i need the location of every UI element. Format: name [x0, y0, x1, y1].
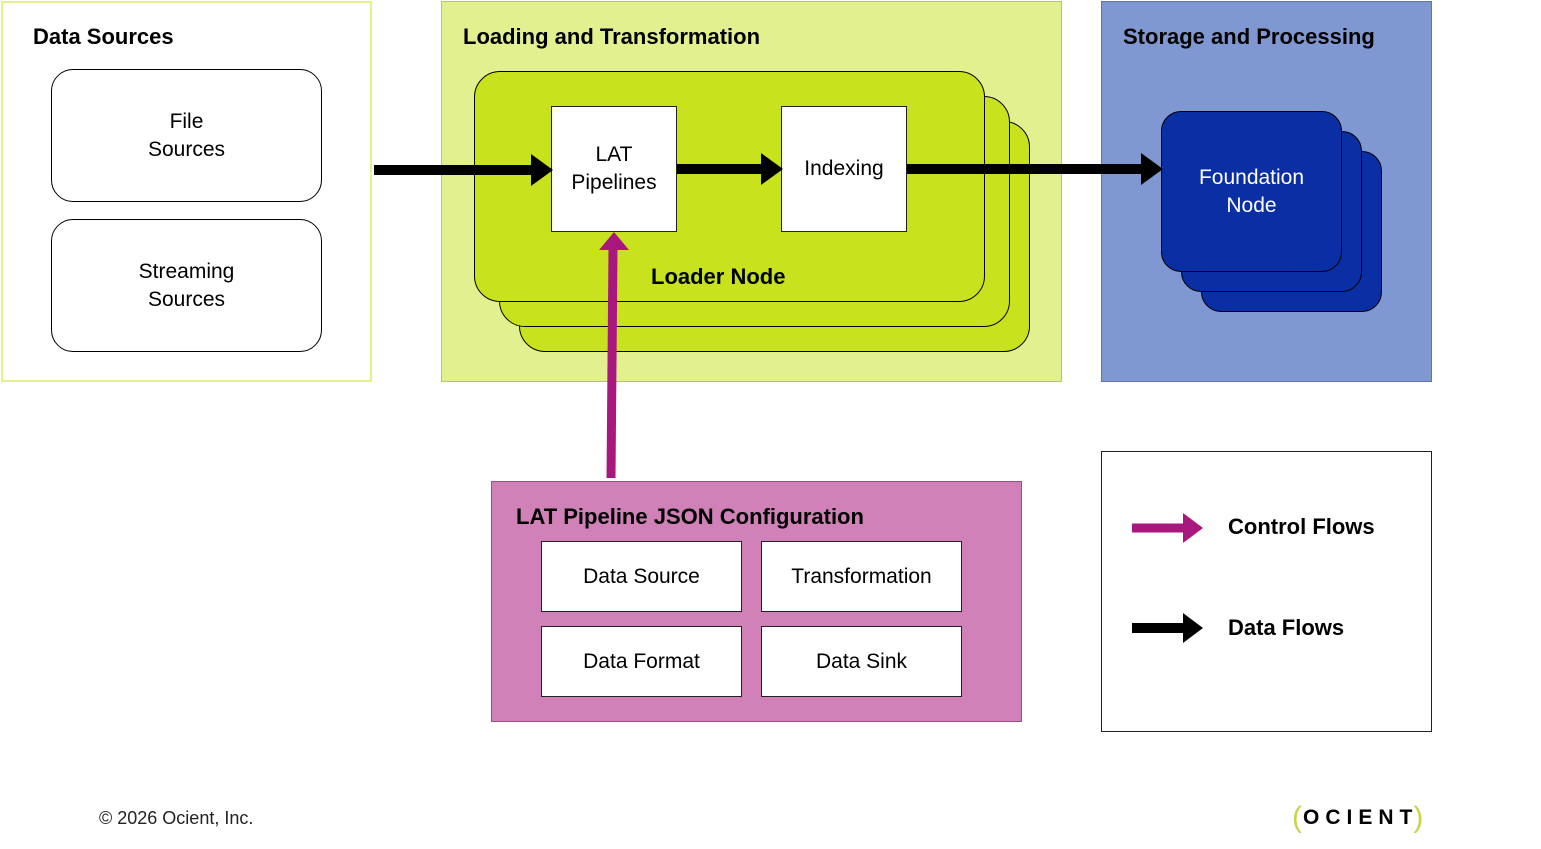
file-sources-box: File Sources — [51, 69, 322, 202]
legend-data-flows-label: Data Flows — [1228, 615, 1345, 640]
ocient-logo: ( OCIENT ) — [1292, 800, 1423, 836]
config-data-sink-box: Data Sink — [761, 626, 962, 697]
logo-wordmark: OCIENT — [1303, 806, 1419, 829]
file-sources-line2: Sources — [147, 137, 226, 161]
data-arrow-indexing-to-foundation-head — [1141, 153, 1163, 185]
legend-control-arrow-head — [1183, 513, 1203, 543]
data-arrow-sources-to-pipelines-head — [531, 154, 553, 186]
loader-node-label: Loader Node — [651, 264, 786, 289]
legend-box — [1101, 451, 1432, 732]
foundation-node-line1: Foundation — [1198, 165, 1305, 189]
indexing-box: Indexing — [781, 106, 907, 232]
streaming-sources-line2: Sources — [147, 287, 226, 311]
streaming-sources-line1: Streaming — [138, 259, 235, 283]
config-data-source-box: Data Source — [541, 541, 742, 612]
control-arrow-config-to-pipelines-shaft — [606, 247, 618, 479]
logo-right-bracket-icon: ) — [1413, 801, 1424, 834]
indexing-label: Indexing — [804, 157, 884, 180]
data-arrow-pipelines-to-indexing-head — [761, 153, 783, 185]
legend-control-flows-label: Control Flows — [1228, 514, 1375, 539]
foundation-node-card: Foundation Node — [1161, 111, 1342, 272]
loading-transformation-title: Loading and Transformation — [463, 24, 761, 49]
file-sources-line1: File — [169, 109, 204, 133]
config-data-format-box: Data Format — [541, 626, 742, 697]
config-data-source-label: Data Source — [583, 564, 700, 588]
config-data-format-label: Data Format — [583, 649, 700, 673]
foundation-node-line2: Node — [1226, 193, 1277, 217]
config-transformation-label: Transformation — [791, 564, 932, 588]
lat-pipelines-line1: LAT — [595, 143, 633, 166]
logo-left-bracket-icon: ( — [1292, 801, 1302, 834]
legend-data-arrow-head — [1183, 613, 1203, 643]
json-configuration-title: LAT Pipeline JSON Configuration — [516, 504, 864, 529]
copyright-text: © 2026 Ocient, Inc. — [99, 808, 254, 828]
data-sources-title: Data Sources — [33, 24, 174, 49]
lat-pipelines-box: LAT Pipelines — [551, 106, 677, 232]
config-transformation-box: Transformation — [761, 541, 962, 612]
storage-processing-title: Storage and Processing — [1123, 24, 1375, 49]
lat-pipelines-line2: Pipelines — [571, 171, 657, 194]
config-data-sink-label: Data Sink — [815, 649, 908, 673]
control-arrow-config-to-pipelines-head — [599, 232, 629, 250]
streaming-sources-box: Streaming Sources — [51, 219, 322, 352]
